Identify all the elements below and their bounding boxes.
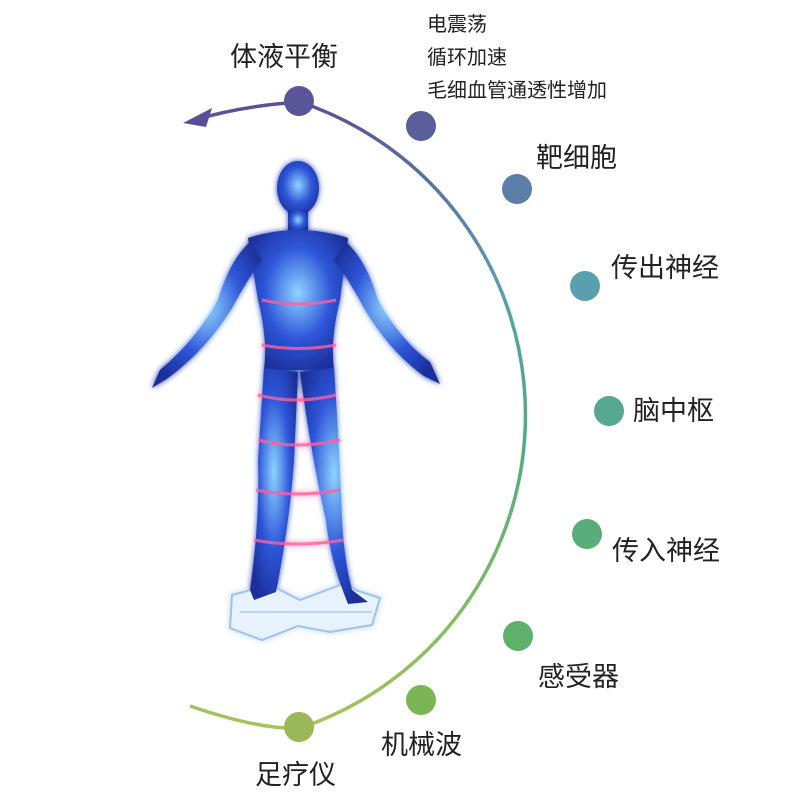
effect-capillary-permeability: 毛细血管通透性增加 [427,78,607,102]
human-body-figure-icon [152,161,440,642]
node-efferent-nerve [570,271,600,301]
label-fluid-balance: 体液平衡 [230,42,338,73]
node-receptor [503,621,533,651]
node-effects [406,111,436,141]
label-brain-center: 脑中枢 [633,396,714,427]
effect-electric-oscillation: 电震荡 [427,12,487,36]
effects-label-group: 电震荡 循环加速 毛细血管通透性增加 [427,8,607,107]
flow-arc [189,100,528,730]
foot-device-base-icon [228,583,382,642]
label-target-cell: 靶细胞 [536,143,617,174]
node-afferent-nerve [572,519,602,549]
node-target-cell [502,174,532,204]
node-mechanical-wave [406,685,436,715]
label-foot-device: 足疗仪 [255,760,336,791]
label-efferent-nerve: 传出神经 [611,253,719,284]
arc-arrowhead-icon [183,108,212,127]
node-fluid-balance [284,86,314,116]
flow-nodes [284,86,624,742]
label-afferent-nerve: 传入神经 [612,536,720,567]
node-brain-center [594,396,624,426]
label-mechanical-wave: 机械波 [381,730,462,761]
node-foot-device [284,712,314,742]
label-receptor: 感受器 [538,662,619,693]
effect-circulation-acceleration: 循环加速 [427,45,507,69]
